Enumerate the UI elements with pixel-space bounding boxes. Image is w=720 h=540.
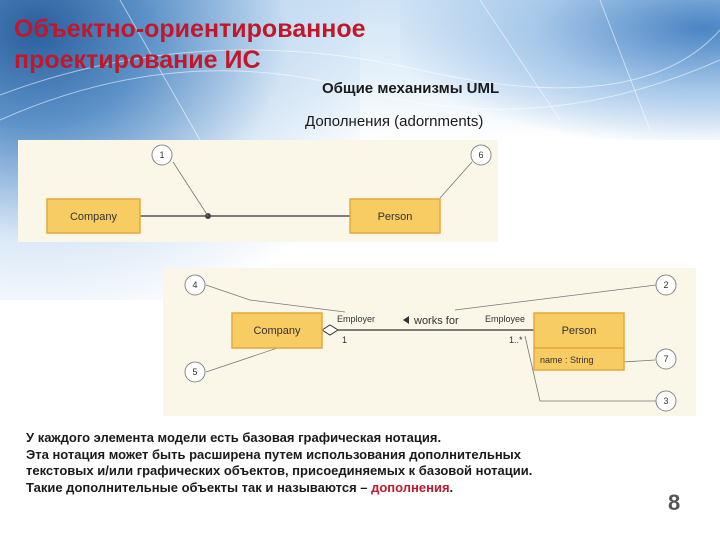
leader-line-3 xyxy=(524,335,656,402)
leader-line-2 xyxy=(454,284,657,311)
marker-4-circle xyxy=(184,274,206,296)
marker-7-circle xyxy=(655,348,677,370)
marker-3-circle xyxy=(655,390,677,412)
class-person-label: Person xyxy=(378,211,413,223)
slide-subtitle: Общие механизмы UML xyxy=(322,80,500,97)
direction-triangle xyxy=(403,316,409,324)
role-employee: Employee xyxy=(485,314,525,324)
class-company-box-2 xyxy=(231,312,323,349)
body-line-3: текстовых и/или графических объектов, пр… xyxy=(26,463,533,478)
marker-7-label: 7 xyxy=(663,354,668,364)
multiplicity-right: 1..* xyxy=(509,335,523,345)
marker-6-circle xyxy=(470,144,492,166)
marker-6-label: 6 xyxy=(478,150,483,160)
slide-title: Объектно-ориентированное проектирование … xyxy=(14,14,444,76)
marker-1-label: 1 xyxy=(159,150,164,160)
title-line-1: Объектно-ориентированное xyxy=(14,15,366,43)
attribute-label: name : String xyxy=(540,355,594,365)
leader-line-6 xyxy=(439,161,473,199)
class-company-box xyxy=(46,198,141,234)
class-person-label-2: Person xyxy=(562,325,597,337)
attribute-compartment xyxy=(533,347,625,371)
class-person-box-2 xyxy=(533,312,625,349)
body-line-4: Такие дополнительные объекты так и назыв… xyxy=(26,480,666,497)
marker-2-label: 2 xyxy=(663,280,668,290)
diagram-1: Company Person 1 6 xyxy=(46,144,492,234)
leader-line-7 xyxy=(622,359,656,363)
marker-1-circle xyxy=(151,144,173,166)
decorative-lines xyxy=(0,0,720,140)
corner-background xyxy=(400,0,720,140)
body-line-4-suffix: . xyxy=(449,479,454,495)
class-company-label-2: Company xyxy=(253,325,301,337)
body-line-4-prefix: Такие дополнительные объекты так и назыв… xyxy=(26,479,372,495)
body-text: У каждого элемента модели есть базовая г… xyxy=(26,430,666,496)
highlight-term: дополнения xyxy=(371,479,450,495)
marker-5-circle xyxy=(184,361,206,383)
diagram-2: Company Person name : String Employer wo… xyxy=(184,274,677,412)
association-name: works for xyxy=(413,315,459,327)
leader-line-4 xyxy=(205,284,346,313)
leader-line-1 xyxy=(172,161,209,217)
page-number: 8 xyxy=(668,490,681,515)
section-heading: Дополнения (adornments) xyxy=(305,113,484,130)
role-employer: Employer xyxy=(337,314,375,324)
class-company-label: Company xyxy=(70,211,118,223)
marker-3-label: 3 xyxy=(663,396,668,406)
body-line-1: У каждого элемента модели есть базовая г… xyxy=(26,430,442,445)
multiplicity-left: 1 xyxy=(342,335,347,345)
marker-4-label: 4 xyxy=(192,280,197,290)
marker-5-label: 5 xyxy=(192,367,197,377)
title-line-2: проектирование ИС xyxy=(14,46,261,74)
body-line-2: Эта нотация может быть расширена путем и… xyxy=(26,446,521,462)
class-person-box xyxy=(349,198,441,234)
aggregation-diamond xyxy=(321,324,339,336)
marker-2-circle xyxy=(655,274,677,296)
